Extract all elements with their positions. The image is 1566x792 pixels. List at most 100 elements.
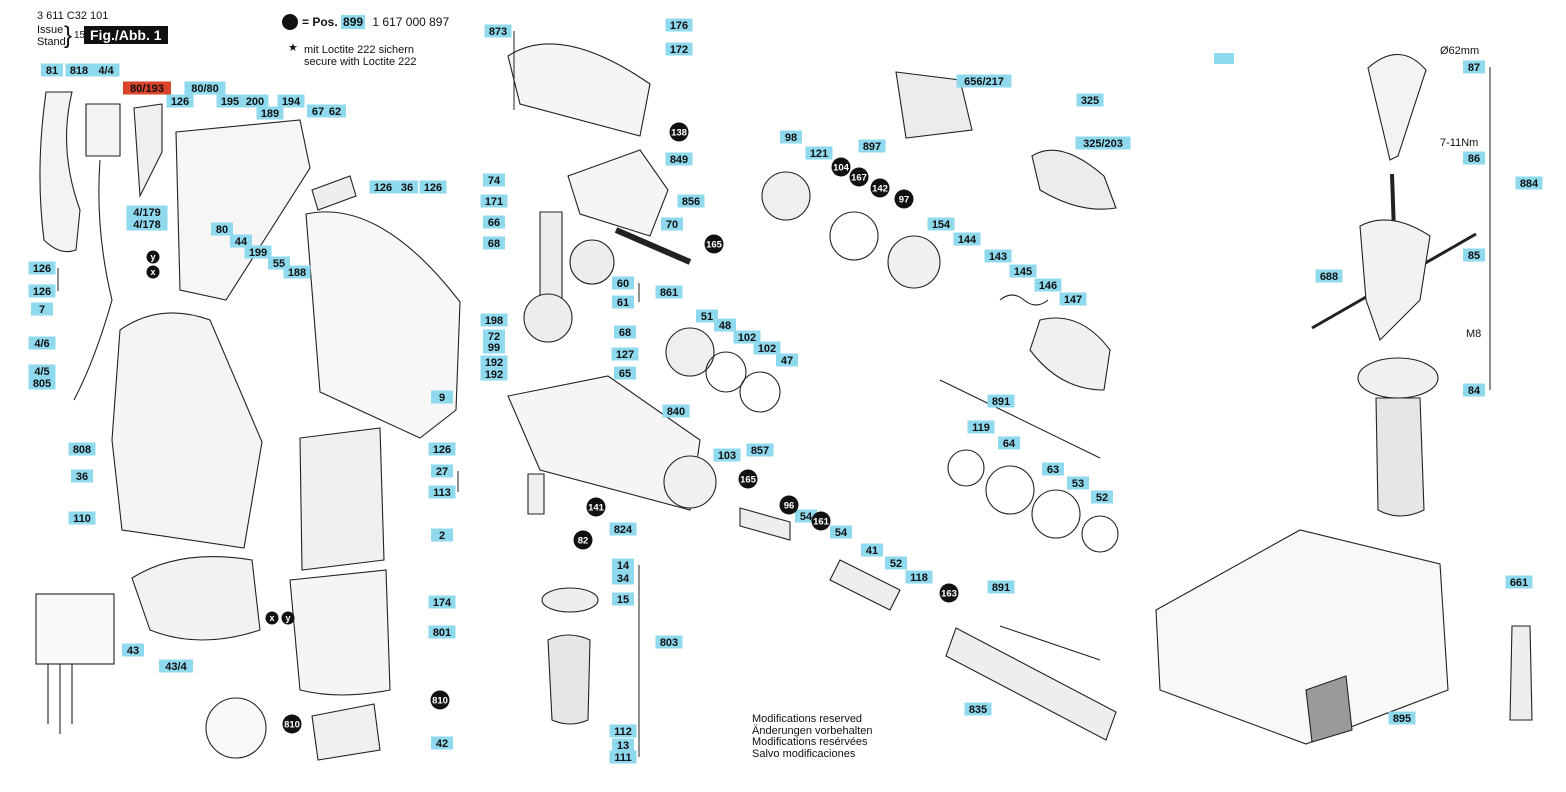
- part-number-label: 803: [655, 635, 683, 649]
- part-number-text: 80/80: [191, 83, 219, 95]
- gear-housing-drawing: [175, 119, 311, 301]
- part-number-label: 192: [480, 355, 508, 369]
- part-number-text: 176: [670, 20, 688, 32]
- part-number-box: [92, 63, 120, 77]
- callout-circle: [849, 167, 869, 187]
- circled-callout: y: [146, 250, 160, 264]
- part-number-label: 68: [614, 325, 636, 339]
- part-number-label: 7: [31, 302, 53, 316]
- callout-text: x: [150, 267, 155, 277]
- part-number-text: 127: [616, 349, 634, 361]
- circled-callout: 163: [939, 583, 959, 603]
- callout-circle: [281, 611, 295, 625]
- aux-clamp-drawing: [1359, 219, 1431, 342]
- circled-callout: 165: [738, 469, 758, 489]
- part-number-text: 145: [1014, 266, 1032, 278]
- part-number-text: 41: [866, 545, 878, 557]
- part-number-text: 48: [719, 320, 731, 332]
- part-number-label: 4/6: [28, 336, 56, 350]
- callout-text: 138: [671, 128, 687, 139]
- part-number-label: 805: [28, 376, 56, 390]
- part-number-box: [612, 295, 634, 309]
- issue-label: Issue: [37, 24, 64, 36]
- part-number-label: 54: [795, 509, 817, 523]
- callout-circle: [430, 690, 450, 710]
- part-number-label: 43/4: [159, 659, 193, 673]
- part-number-box: [665, 18, 693, 32]
- part-number-label: 60: [612, 276, 634, 290]
- callout-circle: [282, 714, 302, 734]
- part-number-label: 65: [614, 366, 636, 380]
- part-number-box: [795, 509, 817, 523]
- part-number-text: 856: [682, 196, 700, 208]
- part-number-text: 81: [46, 65, 58, 77]
- doc-number: 3 611 C32 101: [37, 10, 109, 22]
- ring-drawing: [1031, 489, 1081, 539]
- part-number-text: 144: [958, 234, 977, 246]
- part-number-label: 62: [324, 104, 346, 118]
- part-number-label: 895: [1388, 711, 1416, 725]
- aux-grip-drawing: [1375, 397, 1425, 517]
- part-number-label: 857: [746, 443, 774, 457]
- part-number-box: [780, 130, 802, 144]
- part-number-box: [159, 659, 193, 673]
- quick-chuck-drawing: [1031, 149, 1117, 210]
- circled-callout: y: [281, 611, 295, 625]
- part-number-text: 897: [863, 141, 881, 153]
- part-number-text: 4/179: [133, 207, 161, 219]
- spur-gear-drawing: [569, 239, 615, 285]
- locking-sleeve-drawing: [761, 171, 811, 221]
- part-number-box: [612, 558, 634, 572]
- part-number-label: 36: [71, 469, 93, 483]
- part-number-box: [830, 525, 852, 539]
- arrow-line: [939, 379, 1101, 459]
- part-number-label: 52: [885, 556, 907, 570]
- part-number-box: [122, 643, 144, 657]
- mod-line: Salvo modificaciones: [752, 747, 856, 760]
- part-number-label: 199: [244, 245, 272, 259]
- part-number-text: 126: [424, 182, 442, 194]
- part-number-text: 2: [439, 530, 445, 542]
- part-number-box: [987, 580, 1015, 594]
- part-number-text: 126: [433, 444, 451, 456]
- part-number-text: 103: [718, 450, 736, 462]
- part-number-label: 54: [830, 525, 852, 539]
- part-number-box: [776, 353, 798, 367]
- part-number-box: [665, 152, 693, 166]
- part-number-box: [483, 215, 505, 229]
- part-number-box: [480, 194, 508, 208]
- part-number-box: [655, 635, 683, 649]
- part-number-text: 818: [70, 65, 88, 77]
- part-number-box: [68, 511, 96, 525]
- part-number-text: 13: [617, 740, 629, 752]
- part-number-box: [230, 234, 252, 248]
- schematic-leads: [47, 664, 73, 734]
- cylinder-drawing: [311, 175, 357, 211]
- circled-callout: 810: [282, 714, 302, 734]
- part-number-label: 194: [277, 94, 305, 108]
- part-number-box: [483, 329, 505, 343]
- callout-circle: [811, 511, 831, 531]
- part-number-box: [1463, 383, 1485, 397]
- part-number-text: 192: [485, 357, 503, 369]
- part-number-text: 9: [439, 392, 445, 404]
- part-number-label: 13: [612, 738, 634, 752]
- part-number-label: 849: [665, 152, 693, 166]
- part-number-box: [41, 63, 63, 77]
- part-number-box: [484, 24, 512, 38]
- part-number-box: [858, 139, 886, 153]
- part-number-text: 126: [171, 96, 189, 108]
- part-number-box: [431, 528, 453, 542]
- part-number-box: [283, 265, 311, 279]
- arrow-line: [999, 625, 1101, 661]
- circled-callout: 97: [894, 189, 914, 209]
- part-number-label: 80: [211, 222, 233, 236]
- part-number-box: [71, 469, 93, 483]
- circled-callout: 82: [573, 530, 593, 550]
- part-number-label: 146: [1034, 278, 1062, 292]
- part-number-text: 835: [969, 704, 987, 716]
- part-number-text: 661: [1510, 577, 1528, 589]
- part-number-label: 818: [65, 63, 93, 77]
- part-number-label: 195: [216, 94, 244, 108]
